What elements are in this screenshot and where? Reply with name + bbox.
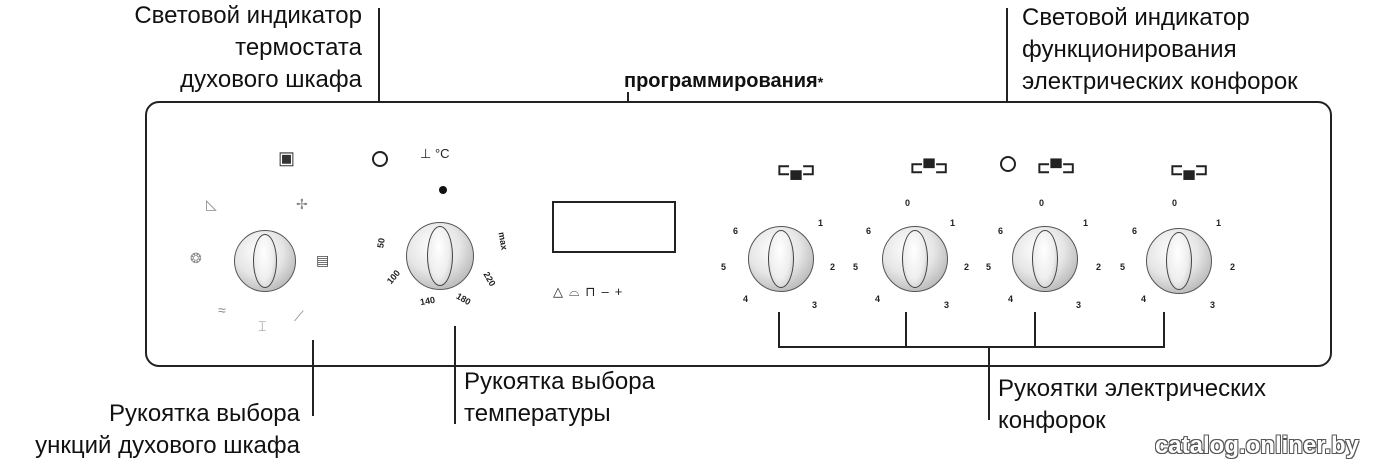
hp2-mark-3: 3 bbox=[944, 300, 950, 310]
hotplate-lamp-leader bbox=[1006, 8, 1008, 156]
hotplate-knob-4-grip bbox=[1166, 232, 1192, 290]
hp1-mark-2: 2 bbox=[830, 262, 836, 272]
grill-fan-icon: ❂ bbox=[190, 250, 202, 266]
hp3-mark-0: 0 bbox=[1039, 198, 1045, 208]
temperature-knob-leader bbox=[454, 326, 456, 424]
bell-icon[interactable]: △ bbox=[553, 284, 569, 299]
hotplate-lamp-label: Световой индикатор функционирования элек… bbox=[1022, 4, 1298, 95]
bracket-bar bbox=[778, 346, 1165, 348]
bracket-leg-2 bbox=[905, 312, 907, 348]
bracket-left-leg bbox=[778, 312, 780, 348]
hp3-mark-5: 5 bbox=[986, 262, 992, 272]
hotplate-knob-2-grip bbox=[902, 230, 928, 288]
oven-thermostat-lamp-label: Световой индикатор термостата духового ш… bbox=[134, 2, 362, 93]
cook-time-icon[interactable]: ⌓ bbox=[569, 284, 586, 299]
hp2-mark-4: 4 bbox=[875, 294, 881, 304]
temperature-reference-dot bbox=[439, 186, 447, 194]
hp1-mark-3: 3 bbox=[812, 300, 818, 310]
grill-icon: ⟋ bbox=[294, 308, 304, 324]
bracket-leg-3 bbox=[1034, 312, 1036, 348]
hotplate-lamp bbox=[1000, 156, 1016, 172]
function-knob[interactable] bbox=[234, 230, 296, 292]
bracket-right-leg bbox=[1163, 312, 1165, 348]
hotplate-knobs-label: Рукоятки электрических конфорок bbox=[998, 375, 1267, 434]
hp3-mark-2: 2 bbox=[1096, 262, 1102, 272]
temperature-knob[interactable] bbox=[406, 222, 474, 290]
hp2-mark-0: 0 bbox=[905, 198, 911, 208]
programmer-display bbox=[552, 201, 676, 253]
hp4-mark-0: 0 bbox=[1172, 198, 1178, 208]
hotplate-knob-4[interactable] bbox=[1146, 228, 1212, 294]
hp2-mark-6: 6 bbox=[866, 226, 872, 236]
hp4-mark-5: 5 bbox=[1120, 262, 1126, 272]
hp3-mark-4: 4 bbox=[1008, 294, 1014, 304]
hotplate-knob-1[interactable] bbox=[748, 226, 814, 292]
hp2-mark-5: 5 bbox=[853, 262, 859, 272]
bottom-heat-icon: ⌶ bbox=[258, 318, 267, 334]
function-knob-grip bbox=[253, 234, 277, 288]
end-time-icon[interactable]: ⊓ bbox=[585, 284, 602, 299]
control-panel bbox=[145, 101, 1332, 367]
hp2-mark-1: 1 bbox=[950, 218, 956, 228]
hp4-mark-6: 6 bbox=[1132, 226, 1138, 236]
plus-button[interactable]: + bbox=[614, 284, 629, 299]
watermark: catalog.onliner.by bbox=[1154, 432, 1359, 459]
hotplate3-zone-icon: ⊏▀⊐ bbox=[1037, 160, 1076, 177]
function-knob-leader bbox=[312, 340, 314, 416]
thermometer-icon: ⊥ °C bbox=[420, 146, 450, 161]
light-icon: ◺ bbox=[206, 196, 217, 212]
hp4-mark-3: 3 bbox=[1210, 300, 1216, 310]
hp4-mark-4: 4 bbox=[1141, 294, 1147, 304]
hp4-mark-1: 1 bbox=[1216, 218, 1222, 228]
hp3-mark-6: 6 bbox=[998, 226, 1004, 236]
fan-icon: ✢ bbox=[296, 196, 308, 212]
hp3-mark-3: 3 bbox=[1076, 300, 1082, 310]
temp-mark-50: 50 bbox=[375, 237, 387, 249]
function-knob-label: Рукоятка выбора ункций духового шкафа bbox=[35, 400, 300, 459]
oven-thermostat-lamp bbox=[372, 151, 388, 167]
hotplate4-zone-icon: ⊏▄⊐ bbox=[1170, 162, 1209, 179]
oven-symbol-icon: ▣ bbox=[278, 148, 296, 168]
minus-button[interactable]: – bbox=[601, 284, 615, 299]
hp1-mark-1: 1 bbox=[818, 218, 824, 228]
hp4-mark-2: 2 bbox=[1230, 262, 1236, 272]
temperature-knob-label: Рукоятка выбора температуры bbox=[464, 368, 655, 427]
hotplate1-zone-icon: ⊏▄⊐ bbox=[777, 162, 816, 179]
defrost-icon: ≈ bbox=[218, 302, 226, 318]
hp1-mark-5: 5 bbox=[721, 262, 727, 272]
hotplate-knob-3[interactable] bbox=[1012, 226, 1078, 292]
hotplate2-zone-icon: ⊏▀⊐ bbox=[910, 160, 949, 177]
programming-label: программирования* bbox=[624, 70, 824, 92]
hp2-mark-2: 2 bbox=[964, 262, 970, 272]
hp3-mark-1: 1 bbox=[1083, 218, 1089, 228]
hotplate-knob-2[interactable] bbox=[882, 226, 948, 292]
hotplate-knobs-leader bbox=[988, 346, 990, 420]
hotplate-knob-1-grip bbox=[768, 230, 794, 288]
oven-thermostat-leader bbox=[378, 8, 380, 151]
hp1-mark-6: 6 bbox=[733, 226, 739, 236]
temperature-knob-grip bbox=[427, 226, 453, 286]
hp1-mark-4: 4 bbox=[743, 294, 749, 304]
hotplate-knob-3-grip bbox=[1032, 230, 1058, 288]
programmer-buttons[interactable]: △⌓⊓–+ bbox=[553, 284, 628, 300]
top-bottom-heat-icon: ▤ bbox=[316, 252, 330, 268]
